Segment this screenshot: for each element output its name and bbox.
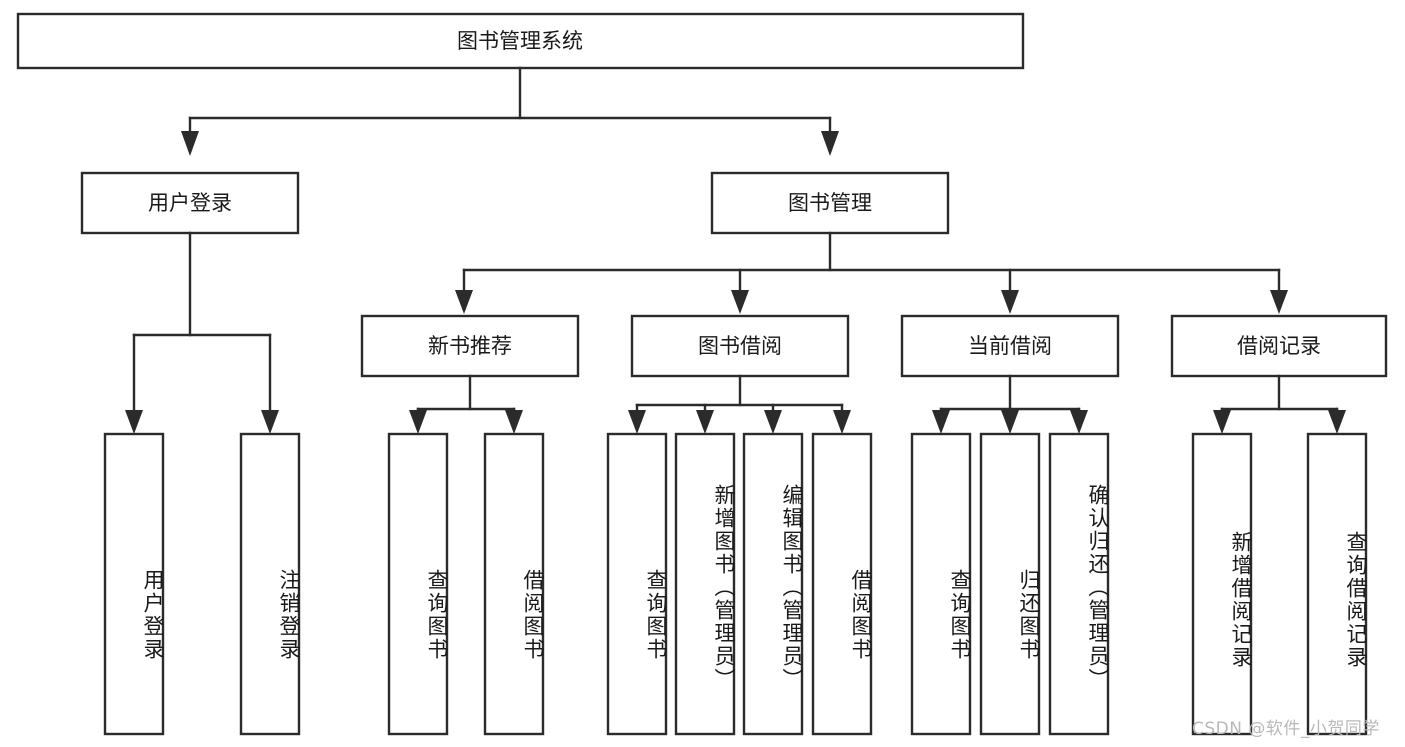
node-leaf-confirm-return-rect[interactable] [1048, 432, 1110, 736]
node-current-borrow-label: 当前借阅 [968, 334, 1052, 358]
node-user-login[interactable]: 用户登录 [80, 171, 300, 235]
node-user-login-label: 用户登录 [148, 191, 232, 215]
node-book-manage[interactable]: 图书管理 [710, 171, 950, 235]
node-leaf-query-book-1-rect[interactable] [387, 432, 449, 736]
csdn-watermark: CSDN @软件_小贺同学 [1192, 719, 1380, 739]
arrow-leaf-confirm-return-icon [1070, 410, 1088, 434]
node-borrow-record-rect[interactable] [1170, 314, 1388, 378]
arrow-leaf-add-record-icon [1213, 410, 1231, 434]
node-leaf-query-record-rect[interactable] [1306, 432, 1368, 736]
node-leaf-query-book-2-rect[interactable] [606, 432, 668, 736]
arrow-leaf-query-book-2-icon [628, 410, 646, 434]
node-new-book-recommend[interactable]: 新书推荐 [360, 314, 580, 378]
arrow-leaf-add-book-icon [696, 410, 714, 434]
node-book-manage-rect[interactable] [710, 171, 950, 235]
node-leaf-user-logout-rect[interactable] [239, 432, 301, 736]
node-book-borrow-label: 图书借阅 [698, 334, 782, 358]
node-root-rect[interactable] [16, 12, 1025, 70]
node-book-borrow-rect[interactable] [630, 314, 850, 378]
arrow-leaf-borrow-book-1-icon [505, 410, 523, 434]
node-new-book-recommend-rect[interactable] [360, 314, 580, 378]
node-leaf-add-book-rect[interactable] [674, 432, 736, 736]
node-leaf-user-login-rect[interactable] [103, 432, 165, 736]
arrow-leaf-query-book-1-icon [409, 410, 427, 434]
arrow-leaf-user-login-icon [125, 410, 143, 434]
arrow-to-new-book-icon [455, 290, 473, 314]
node-leaf-return-book-rect[interactable] [979, 432, 1041, 736]
arrow-to-book-borrow-icon [731, 290, 749, 314]
node-current-borrow-rect[interactable] [900, 314, 1120, 378]
arrow-leaf-edit-book-icon [764, 410, 782, 434]
node-borrow-record[interactable]: 借阅记录 [1170, 314, 1388, 378]
node-leaf-borrow-book-1-rect[interactable] [483, 432, 545, 736]
node-current-borrow[interactable]: 当前借阅 [900, 314, 1120, 378]
node-root-label: 图书管理系统 [457, 29, 583, 53]
node-leaf-edit-book-rect[interactable] [742, 432, 804, 736]
node-root[interactable]: 图书管理系统 [16, 12, 1025, 70]
arrow-to-borrow-record-icon [1270, 290, 1288, 314]
node-book-manage-label: 图书管理 [788, 191, 872, 215]
arrow-to-user-login-icon [181, 131, 199, 156]
node-leaf-borrow-book-2-rect[interactable] [811, 432, 873, 736]
node-leaf-query-book-3-rect[interactable] [910, 432, 972, 736]
node-book-borrow[interactable]: 图书借阅 [630, 314, 850, 378]
node-borrow-record-label: 借阅记录 [1237, 334, 1321, 358]
node-leaf-add-record-rect[interactable] [1191, 432, 1253, 736]
arrow-leaf-query-record-icon [1328, 410, 1346, 434]
arrow-to-current-borrow-icon [1001, 290, 1019, 314]
arrow-leaf-borrow-book-2-icon [833, 410, 851, 434]
arrow-leaf-query-book-3-icon [932, 410, 950, 434]
arrow-to-book-manage-icon [821, 131, 839, 156]
arrow-leaf-return-book-icon [1001, 410, 1019, 434]
node-new-book-recommend-label: 新书推荐 [428, 334, 512, 358]
arrow-leaf-user-logout-icon [261, 410, 279, 434]
